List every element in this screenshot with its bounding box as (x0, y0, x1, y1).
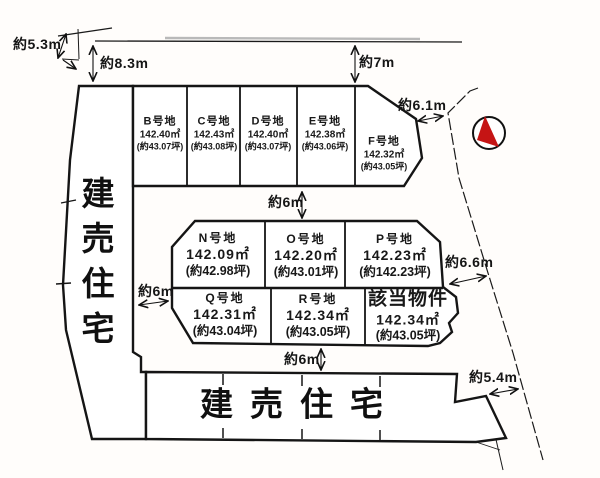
lot-name: C号地 (197, 115, 231, 128)
boundary-extension-line (475, 441, 501, 451)
measurement-label-8-3m: 約8.3m (100, 55, 149, 71)
lot-name: N号地 (198, 230, 238, 245)
lot-area: 142.31㎡ (193, 305, 257, 322)
lot-label-q: Q号地 142.31㎡ (約43.04坪) (193, 291, 258, 339)
lot-label-n: N号地 142.09㎡ (約42.98坪) (186, 231, 251, 279)
bottom-parcel-ticks (222, 374, 381, 440)
measurement-label-5-3m: 約5.3m (13, 36, 62, 52)
lot-label-b: B号地 142.40㎡ (約43.07坪) (137, 115, 184, 153)
lot-name: B号地 (143, 115, 177, 128)
measurement-label-6m-bottom: 約6m (284, 351, 320, 367)
lot-name: Q号地 (205, 290, 245, 305)
bottom-parcel-outline (144, 370, 508, 444)
measurement-label-6-6m: 約6.6m (445, 254, 494, 270)
lot-area: 142.40㎡ (247, 129, 289, 140)
lot-tsubo: (約43.08坪) (190, 141, 238, 152)
lot-tsubo: (約43.06坪) (301, 141, 349, 152)
lot-label-r: R号地 142.34㎡ (約43.05坪) (286, 292, 351, 340)
lot-tsubo: (約43.07坪) (136, 141, 184, 152)
lot-tsubo: (約142.23坪) (359, 264, 431, 279)
lot-label-o: O号地 142.20㎡ (約43.01坪) (274, 232, 339, 280)
lot-area: 142.20㎡ (274, 246, 338, 263)
lot-tsubo: (約42.98坪) (185, 263, 251, 278)
top-lot-dividers (186, 86, 356, 186)
lot-area: 142.23㎡ (363, 246, 427, 263)
road-edges-top (57, 27, 463, 61)
lot-area: 142.43㎡ (193, 129, 235, 140)
measurement-label-6m-top: 約6m (268, 194, 304, 210)
left-boundary-ticks (55, 199, 77, 285)
top-lot-block-outline (131, 84, 424, 188)
lot-name: F号地 (368, 135, 400, 148)
lot-name: 該当物件 (367, 288, 449, 310)
lot-name: D号地 (251, 115, 285, 128)
middle-lot-block-outline (170, 219, 460, 348)
lot-label-subject: 該当物件 142.34㎡ (約43.05坪) (368, 288, 448, 345)
lot-area: 142.34㎡ (286, 306, 350, 323)
measurement-label-7m: 約7m (359, 54, 395, 70)
north-compass-icon (472, 116, 506, 150)
left-parcel-title: 建売住宅 (77, 176, 114, 356)
measurement-label-5-4m: 約5.4m (469, 369, 518, 385)
lot-area: 142.34㎡ (376, 311, 440, 328)
lot-name: O号地 (286, 231, 326, 246)
bottom-parcel-title: 建売住宅 (200, 385, 400, 423)
lot-tsubo: (約43.07坪) (244, 141, 292, 152)
lot-area: 142.38㎡ (304, 129, 346, 140)
lot-tsubo: (約43.05坪) (360, 161, 408, 172)
lot-tsubo: (約43.05坪) (285, 324, 351, 339)
lot-label-p: P号地 142.23㎡ (約142.23坪) (359, 232, 431, 280)
lot-area: 142.32㎡ (363, 149, 405, 160)
lot-area: 142.40㎡ (139, 129, 181, 140)
lot-label-e: E号地 142.38㎡ (約43.06坪) (302, 115, 349, 153)
middle-lot-dividers (172, 221, 443, 345)
measurement-label-6-1m: 約6.1m (398, 97, 447, 113)
lot-tsubo: (約43.05坪) (375, 328, 441, 343)
corner-pointer-arrow (62, 59, 76, 69)
lot-area: 142.09㎡ (186, 245, 250, 262)
lot-tsubo: (約43.04坪) (192, 323, 258, 338)
lot-label-c: C号地 142.43㎡ (約43.08坪) (191, 115, 238, 153)
measurement-arrows (58, 34, 518, 394)
road-edge-right-diagonal (447, 87, 544, 461)
lot-tsubo: (約43.01坪) (273, 264, 339, 279)
lot-name: E号地 (308, 115, 342, 128)
lot-label-d: D号地 142.40㎡ (約43.07坪) (245, 115, 292, 153)
lot-name: P号地 (375, 231, 414, 246)
measurement-label-6m-left: 約6m (138, 283, 174, 299)
lot-label-f: F号地 142.32㎡ (約43.05坪) (361, 135, 408, 173)
lot-name: R号地 (298, 291, 338, 306)
